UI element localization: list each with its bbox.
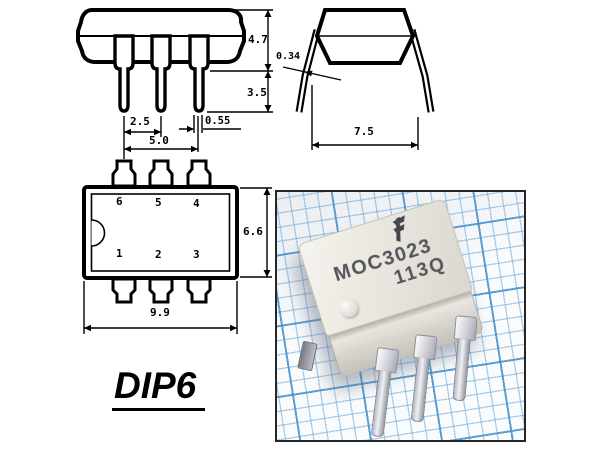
pin-shoulder bbox=[453, 315, 478, 342]
pin-lead bbox=[188, 34, 210, 113]
pin-number-2: 2 bbox=[155, 248, 162, 261]
arrowheads bbox=[264, 10, 272, 112]
chip-photo: MOC3023 113Q bbox=[275, 190, 526, 442]
pin-number-6: 6 bbox=[116, 195, 123, 208]
extension-line bbox=[207, 9, 273, 113]
extension-line bbox=[311, 85, 419, 150]
pin-lead bbox=[150, 34, 172, 113]
dimension-line bbox=[124, 128, 241, 150]
arrowheads bbox=[263, 188, 271, 277]
dim-label-body-length: 9.9 bbox=[150, 306, 170, 319]
pin-lead bbox=[148, 159, 174, 188]
pin-lead bbox=[186, 277, 212, 304]
dim-label-lead-span: 5.0 bbox=[149, 134, 169, 147]
pin-lead bbox=[111, 277, 137, 304]
front-view-drawing bbox=[76, 8, 273, 159]
dim-label-lead-thickness: 0.34 bbox=[276, 51, 301, 62]
dim-label-lead-pitch: 2.5 bbox=[130, 115, 150, 128]
pin1-dimple bbox=[337, 296, 360, 320]
leader-line bbox=[282, 66, 342, 81]
pin-lead bbox=[148, 277, 174, 304]
dim-label-lead-width: 0.55 bbox=[205, 115, 231, 127]
fairchild-logo-icon bbox=[392, 215, 405, 242]
pin-number-4: 4 bbox=[193, 197, 200, 210]
chip-body: MOC3023 113Q bbox=[297, 198, 487, 380]
arrowhead bbox=[304, 70, 313, 77]
pin-lead bbox=[186, 159, 212, 188]
arrowheads bbox=[124, 125, 198, 153]
chip-top-face: MOC3023 113Q bbox=[297, 198, 474, 337]
extension-line bbox=[123, 115, 203, 159]
arrowheads bbox=[84, 324, 237, 332]
pin1-notch bbox=[91, 219, 106, 247]
pin-lead bbox=[113, 34, 135, 113]
side-view-drawing bbox=[282, 8, 435, 150]
extension-line bbox=[83, 281, 238, 334]
pin-shaft bbox=[410, 357, 431, 423]
dim-label-body-height: 4.7 bbox=[248, 33, 268, 46]
dim-label-body-width: 6.6 bbox=[243, 225, 263, 238]
dim-label-lead-length: 3.5 bbox=[247, 86, 267, 99]
pin-shoulder bbox=[412, 334, 437, 361]
pin-lead bbox=[111, 159, 137, 188]
arrowheads bbox=[312, 141, 418, 149]
pin-number-1: 1 bbox=[116, 247, 123, 260]
top-view-drawing bbox=[82, 159, 272, 334]
package-name-label: DIP6 bbox=[112, 365, 206, 411]
pin-number-3: 3 bbox=[193, 248, 200, 261]
lead-hollow bbox=[410, 29, 433, 113]
pin-number-5: 5 bbox=[155, 196, 162, 209]
pin-shaft bbox=[370, 370, 392, 438]
lead-hollow bbox=[297, 29, 319, 113]
pin-shaft bbox=[452, 338, 471, 402]
dim-label-lead-spread: 7.5 bbox=[354, 125, 374, 138]
